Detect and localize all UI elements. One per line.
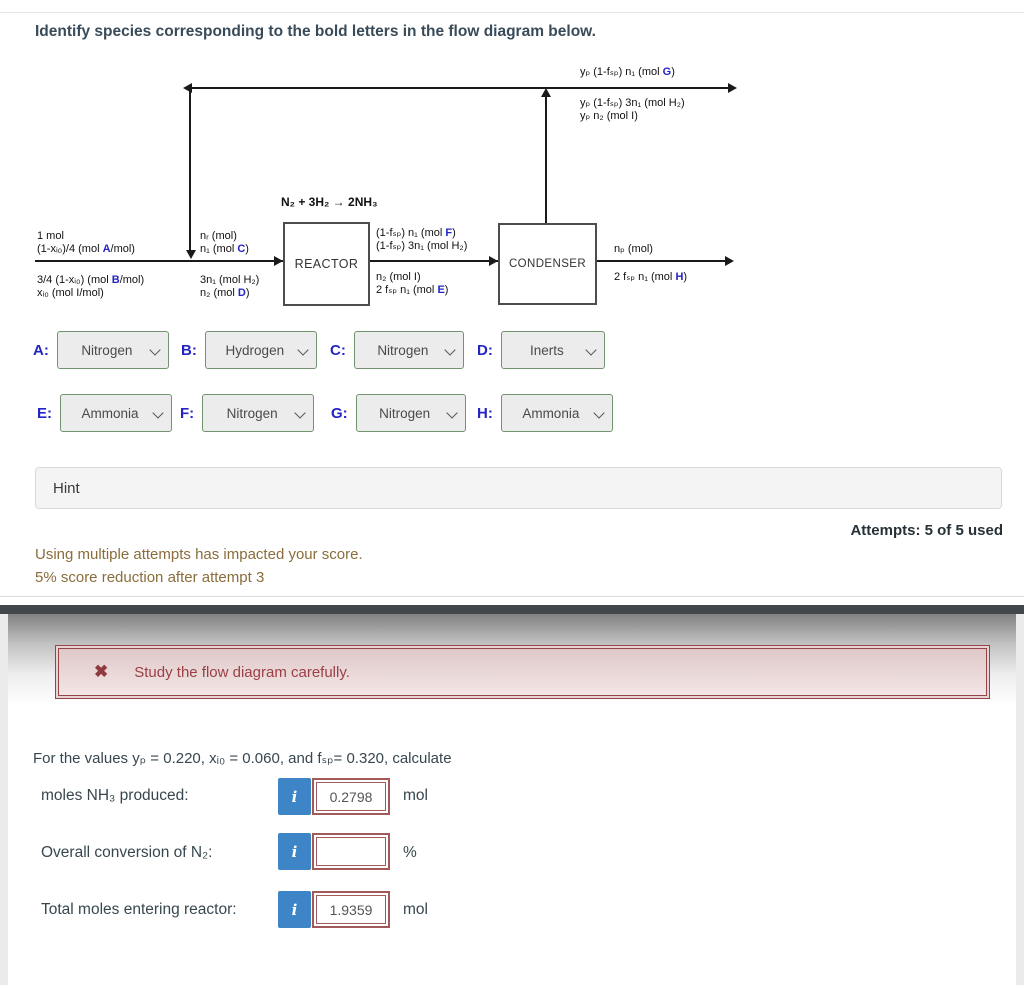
species-label-b: B: [181,341,197,359]
species-select-e[interactable]: Ammonia [60,394,172,432]
chevron-down-icon [149,344,161,356]
info-button-total[interactable]: i [278,891,311,928]
error-alert: ✖ Study the flow diagram carefully. [55,645,990,699]
junction-stream-label-top: nᵣ (mol) n₁ (mol C) [200,230,249,255]
answer-input-total[interactable] [316,895,386,924]
species-group-c: C: Nitrogen [330,331,464,369]
flow-line-product [593,260,725,262]
unit-label-conversion: % [403,844,417,861]
chevron-down-icon [585,344,597,356]
score-warning-line2: 5% score reduction after attempt 3 [35,569,265,586]
species-select-d[interactable]: Inerts [500,331,605,369]
right-gutter [1016,614,1024,985]
species-select-g[interactable]: Nitrogen [355,394,466,432]
condenser-label: CONDENSER [508,258,587,270]
species-select-h[interactable]: Ammonia [500,394,613,432]
species-select-f[interactable]: Nitrogen [202,394,315,432]
species-select-a[interactable]: Nitrogen [56,331,169,369]
arrowhead-down-icon [186,250,196,259]
chevron-down-icon [593,407,605,419]
error-x-icon: ✖ [94,662,109,681]
species-select-b[interactable]: Hydrogen [204,331,317,369]
score-warning-line1: Using multiple attempts has impacted you… [35,546,363,563]
answer-wrap-total [312,891,390,928]
reactor-box: REACTOR [283,222,370,306]
chevron-down-icon [294,407,306,419]
flow-line-feed [35,260,283,262]
species-group-e: E: Ammonia [37,394,172,432]
feed-stream-label-bottom: 3/4 (1-xᵢ₀) (mol B/mol) xᵢ₀ (mol I/mol) [37,274,145,299]
arrowhead-up-icon [541,88,551,97]
flow-line-recycle-top [192,87,735,89]
error-alert-inner: ✖ Study the flow diagram carefully. [58,648,987,696]
flow-line-reactor-out [368,260,498,262]
purge-stream-label-bottom: yₚ (1-fₛₚ) 3n₁ (mol H₂) yₚ n₂ (mol I) [580,97,685,122]
top-divider [0,12,1024,13]
species-label-c: C: [330,341,346,359]
reactor-out-label-top: (1-fₛₚ) n₁ (mol F) (1-fₛₚ) 3n₁ (mol H₂) [376,227,468,252]
unit-label-nh3: mol [403,787,428,804]
condenser-box: CONDENSER [498,223,597,305]
arrowhead-feed-icon [274,256,283,266]
species-label-d: D: [477,341,493,359]
answer-input-conversion[interactable] [316,837,386,866]
species-group-g: G: Nitrogen [331,394,466,432]
species-label-e: E: [37,404,52,422]
junction-stream-label-bottom: 3n₁ (mol H₂) n₂ (mol D) [200,274,260,299]
left-gutter [0,614,8,985]
section-divider [0,596,1024,597]
species-select-c[interactable]: Nitrogen [353,331,464,369]
feed-stream-label-top: 1 mol (1-xᵢ₀)/4 (mol A/mol) [37,230,135,255]
species-label-g: G: [331,404,348,422]
answer-input-nh3[interactable] [316,782,386,811]
info-button-conversion[interactable]: i [278,833,311,870]
species-label-a: A: [33,341,49,359]
unit-label-total: mol [403,901,428,918]
species-group-h: H: Ammonia [477,394,613,432]
purge-stream-label-top: yₚ (1-fₛₚ) n₁ (mol G) [580,66,675,78]
chevron-down-icon [446,407,458,419]
calc-label-conversion: Overall conversion of N₂: [41,844,213,861]
arrowhead-product-icon [725,256,734,266]
condenser-out-label-top: nₚ (mol) [614,243,653,255]
hint-button[interactable]: Hint [35,467,1002,509]
answer-wrap-nh3 [312,778,390,815]
arrowhead-left-icon [183,83,192,93]
info-button-nh3[interactable]: i [278,778,311,815]
chevron-down-icon [152,407,164,419]
arrowhead-purge-icon [728,83,737,93]
calc-label-nh3: moles NH₃ produced: [41,787,189,804]
attempts-counter: Attempts: 5 of 5 used [850,522,1003,539]
reactor-label: REACTOR [294,257,359,271]
species-group-b: B: Hydrogen [181,331,317,369]
flow-line-condenser-riser [545,90,547,223]
reaction-equation: N₂ + 3H₂ → 2NH₃ [281,195,378,209]
condenser-out-label-bottom: 2 fₛₚ n₁ (mol H) [614,271,688,283]
answer-wrap-conversion [312,833,390,870]
page-title: Identify species corresponding to the bo… [35,23,596,40]
species-label-h: H: [477,404,493,422]
calc-intro-text: For the values yₚ = 0.220, xᵢ₀ = 0.060, … [33,750,452,767]
chevron-down-icon [444,344,456,356]
species-label-f: F: [180,404,195,422]
error-alert-message: Study the flow diagram carefully. [134,663,350,681]
reactor-out-label-bottom: n₂ (mol I) 2 fₛₚ n₁ (mol E) [376,271,449,296]
chevron-down-icon [297,344,309,356]
species-group-d: D: Inerts [477,331,605,369]
flow-line-recycle-down [189,88,191,251]
arrowhead-reactor-out-icon [489,256,498,266]
dark-separator-bar [0,605,1024,614]
calc-label-total: Total moles entering reactor: [41,901,237,918]
species-group-a: A: Nitrogen [33,331,169,369]
species-group-f: F: Nitrogen [180,394,315,432]
